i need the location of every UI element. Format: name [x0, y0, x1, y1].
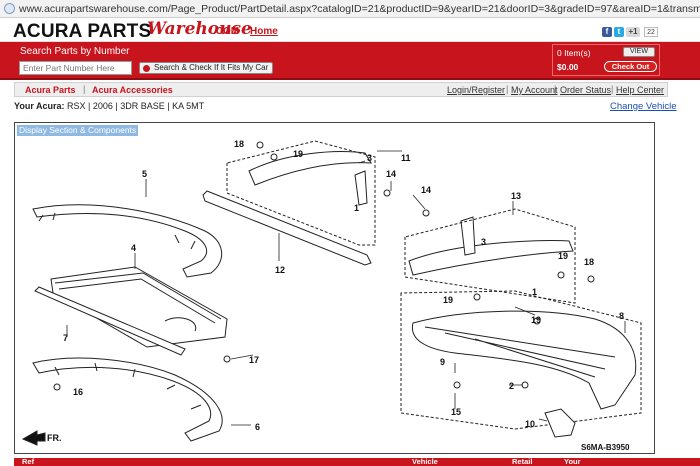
callout-7[interactable]: 7	[63, 333, 68, 343]
google-plus-button[interactable]: +1	[626, 27, 640, 37]
nav-divider: |	[506, 84, 509, 94]
site-header: ACURA PARTS Warehouse .COM Home Follow U…	[0, 18, 700, 80]
logo-strip: ACURA PARTS Warehouse .COM Home	[0, 18, 700, 42]
parts-diagram: Display Section & Components	[14, 122, 655, 454]
callout-14[interactable]: 14	[386, 169, 396, 179]
your-acura-label: Your Acura: RSX | 2006 | 3DR BASE | KA 5…	[14, 101, 204, 111]
home-link[interactable]: Home	[250, 26, 278, 37]
callout-11[interactable]: 11	[401, 153, 411, 163]
nav-acura-accessories[interactable]: Acura Accessories	[92, 85, 173, 95]
logo-main-text[interactable]: ACURA PARTS	[13, 21, 152, 42]
exploded-view-drawing: 5 4 7 16 6 17 12 18 19 3 11 14 1 14 13 3…	[21, 139, 642, 452]
search-check-label: Search & Check If It Fits My Car	[154, 63, 269, 72]
twitter-icon[interactable]: t	[614, 27, 624, 37]
view-cart-button[interactable]: VIEW	[623, 47, 655, 57]
main-nav: Acura Parts | Acura Accessories Login/Re…	[14, 82, 668, 97]
callout-8[interactable]: 8	[619, 311, 624, 321]
callout-17[interactable]: 17	[249, 355, 259, 365]
callout-18b[interactable]: 18	[584, 257, 594, 267]
vehicle-details: RSX | 2006 | 3DR BASE | KA 5MT	[67, 101, 205, 111]
callout-19b[interactable]: 19	[558, 251, 568, 261]
facebook-icon[interactable]: f	[602, 27, 612, 37]
nav-divider: |	[554, 84, 557, 94]
globe-icon	[4, 3, 15, 14]
col-vehicle: Vehicle	[412, 457, 438, 466]
display-section-button[interactable]: Display Section & Components	[17, 125, 139, 136]
callout-13[interactable]: 13	[511, 191, 521, 201]
nav-divider: |	[83, 84, 86, 94]
callout-4[interactable]: 4	[131, 243, 136, 253]
diagram-code: S6MA-B3950	[581, 443, 630, 452]
callout-10[interactable]: 10	[525, 419, 535, 429]
logo-script-text[interactable]: Warehouse	[147, 19, 252, 39]
callout-19[interactable]: 19	[293, 149, 303, 159]
search-label: Search Parts by Number	[20, 46, 130, 57]
callout-9[interactable]: 9	[440, 357, 445, 367]
nav-acura-parts[interactable]: Acura Parts	[25, 85, 76, 95]
parts-table-header: Ref Vehicle Retail Your	[14, 458, 700, 466]
col-ref: Ref	[22, 457, 35, 466]
part-number-input[interactable]	[19, 61, 132, 75]
your-acura-prefix: Your Acura:	[14, 101, 65, 111]
cart-total: $0.00	[557, 62, 579, 72]
follow-us-label: Follow Us:	[558, 28, 604, 38]
col-retail: Retail	[512, 457, 533, 466]
callout-14b[interactable]: 14	[421, 185, 431, 195]
callout-3[interactable]: 3	[367, 153, 372, 163]
cart-panel: 0 Item(s) $0.00 VIEW Check Out	[552, 44, 660, 76]
callout-1b[interactable]: 1	[532, 287, 537, 297]
callout-12[interactable]: 12	[275, 265, 285, 275]
cart-item-count: 0 Item(s)	[557, 48, 591, 58]
callout-1[interactable]: 1	[354, 203, 359, 213]
browser-address-bar[interactable]: www.acurapartswarehouse.com/Page_Product…	[0, 0, 700, 18]
callout-19c[interactable]: 19	[443, 295, 453, 305]
callout-3b[interactable]: 3	[481, 237, 486, 247]
callout-18[interactable]: 18	[234, 139, 244, 149]
search-check-button[interactable]: Search & Check If It Fits My Car	[139, 62, 274, 74]
callout-19d[interactable]: 19	[531, 315, 541, 325]
callout-2[interactable]: 2	[509, 381, 514, 391]
nav-login-register[interactable]: Login/Register	[447, 85, 506, 95]
callout-5[interactable]: 5	[142, 169, 147, 179]
callout-15[interactable]: 15	[451, 407, 461, 417]
google-plus-count: 22	[644, 27, 658, 37]
address-url[interactable]: www.acurapartswarehouse.com/Page_Product…	[19, 2, 700, 15]
logo-com-text[interactable]: .COM	[213, 26, 240, 37]
checkout-button[interactable]: Check Out	[604, 61, 657, 72]
nav-my-account[interactable]: My Account	[511, 85, 558, 95]
arrow-icon	[143, 65, 150, 72]
callout-6[interactable]: 6	[255, 422, 260, 432]
nav-order-status[interactable]: Order Status	[560, 85, 612, 95]
nav-divider: |	[611, 84, 614, 94]
nav-help-center[interactable]: Help Center	[616, 85, 665, 95]
col-your: Your	[564, 457, 581, 466]
front-label: FR.	[47, 433, 62, 443]
change-vehicle-link[interactable]: Change Vehicle	[610, 101, 677, 112]
callout-16[interactable]: 16	[73, 387, 83, 397]
